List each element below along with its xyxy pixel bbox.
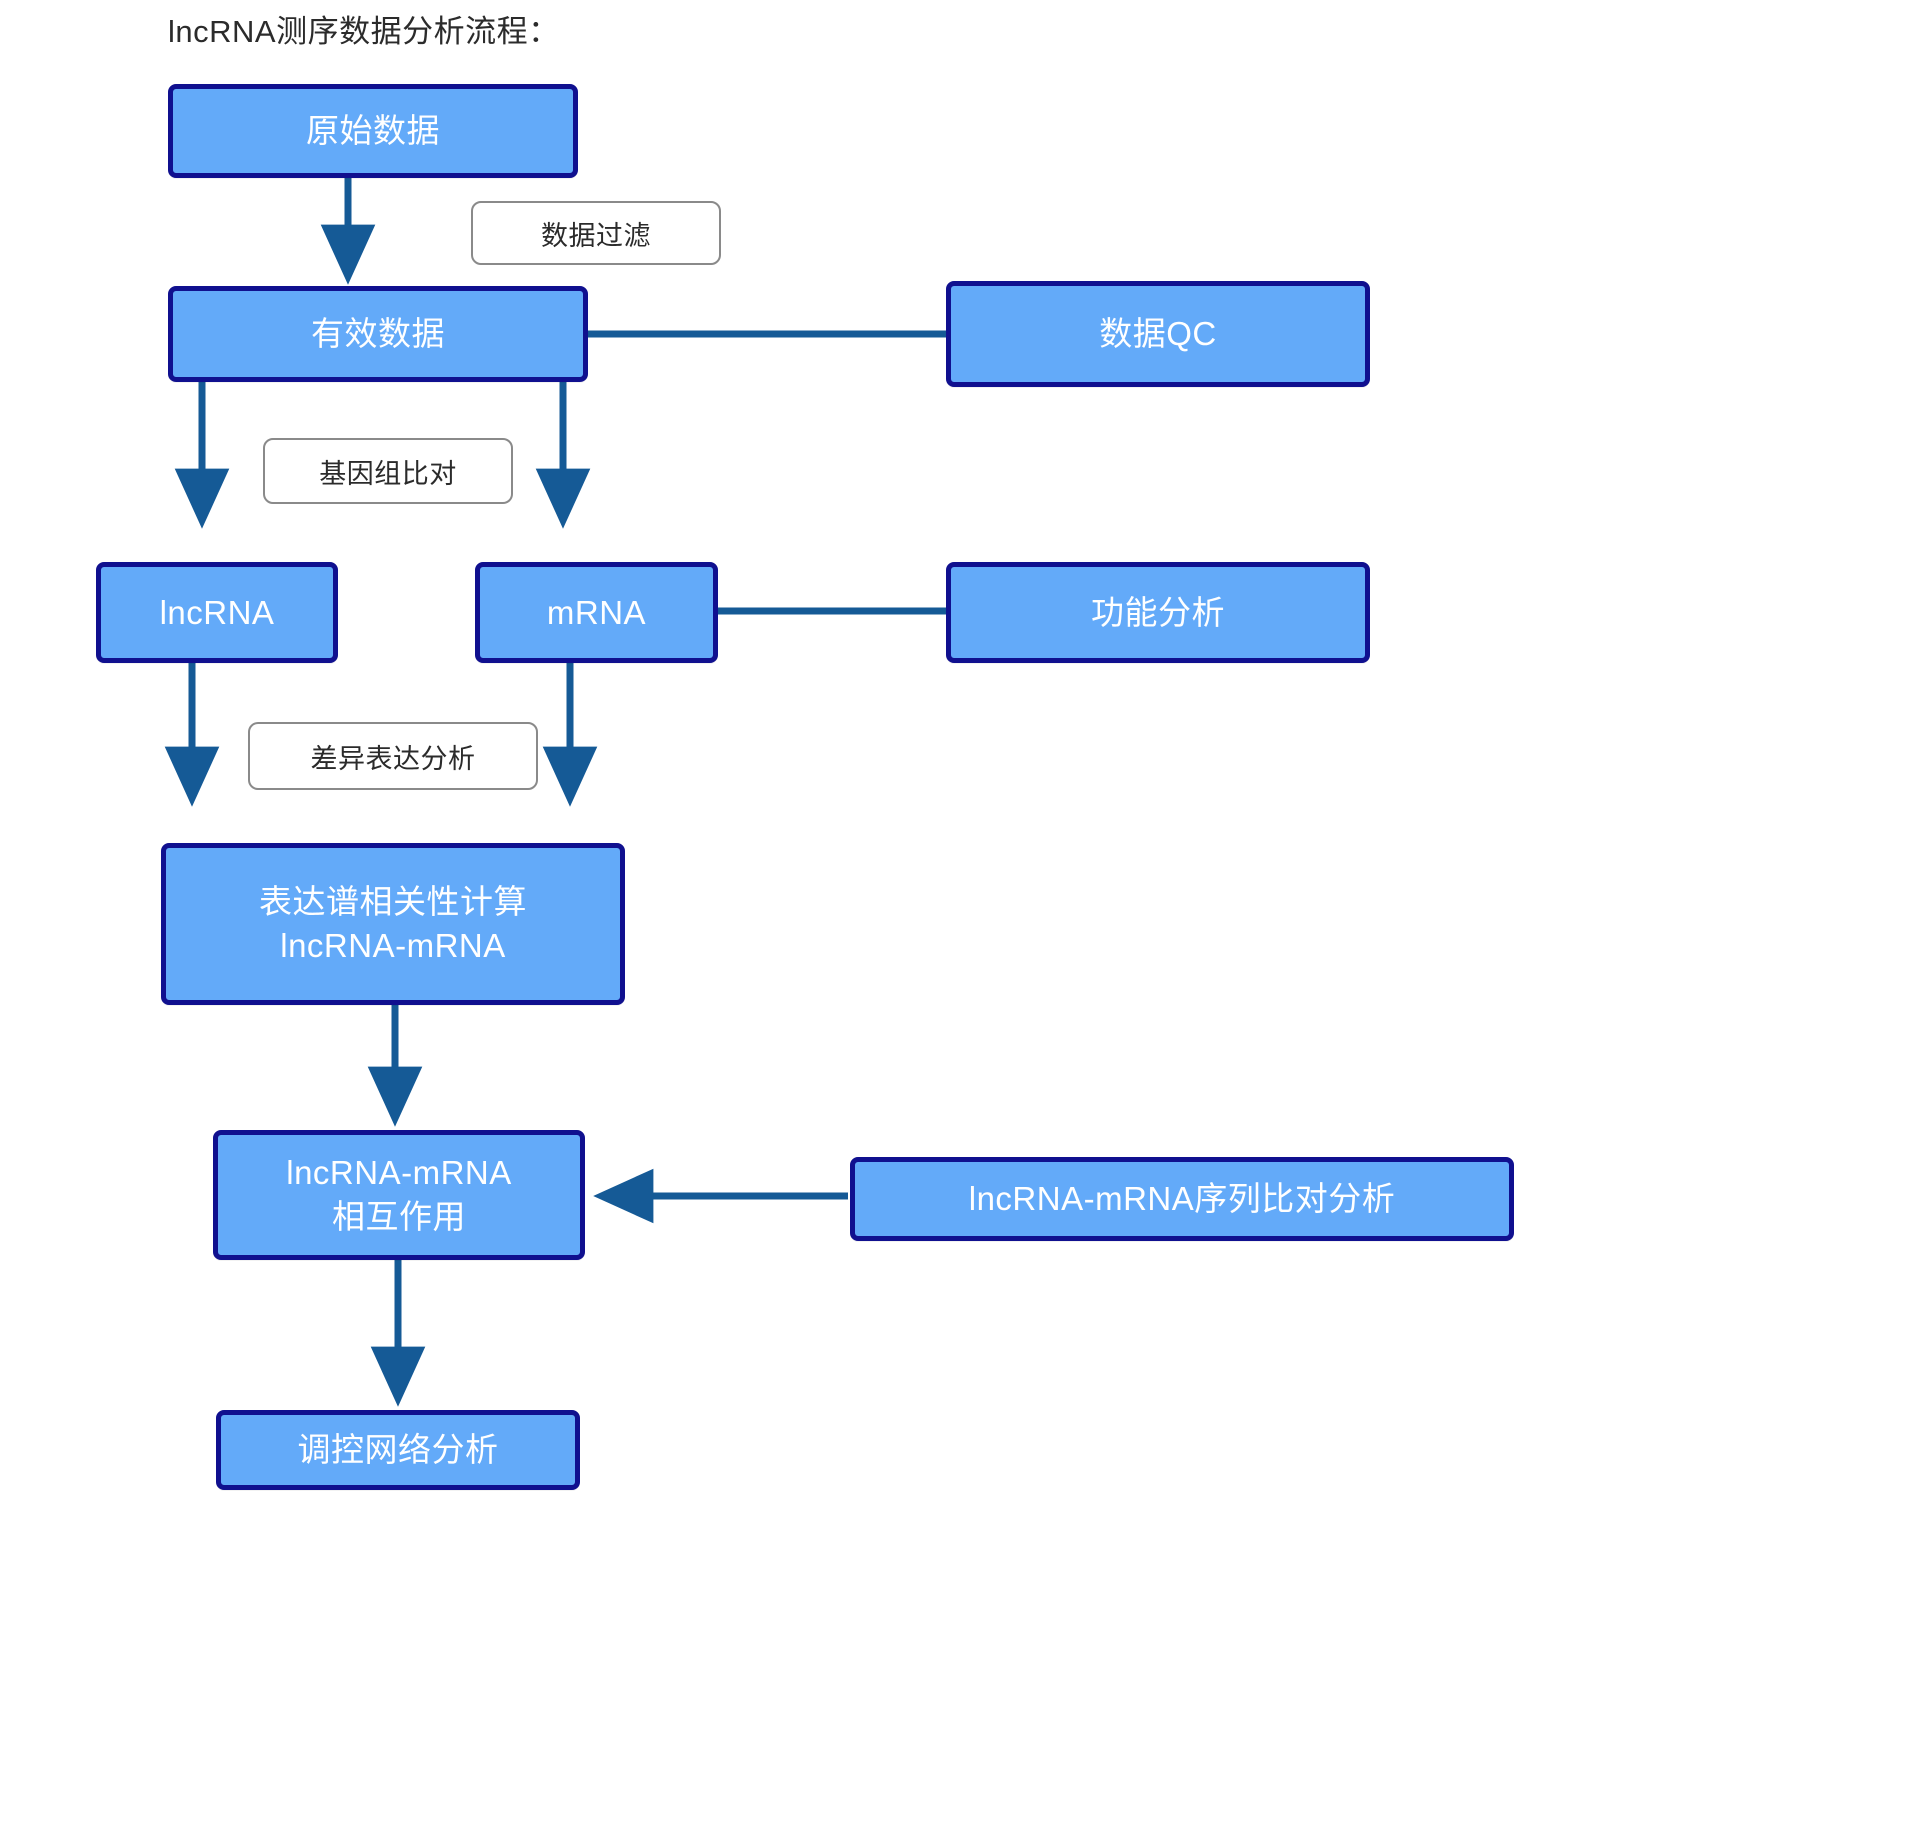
node-interaction-label: lncRNA-mRNA 相互作用 [286, 1154, 512, 1235]
node-lncrna-label: lncRNA [159, 593, 275, 631]
node-functional-analysis-label: 功能分析 [1091, 593, 1225, 631]
page-title: lncRNA测序数据分析流程： [168, 14, 560, 49]
node-raw-data[interactable]: 原始数据 [168, 84, 578, 178]
node-raw-data-label: 原始数据 [306, 112, 440, 150]
node-correlation-label: 表达谱相关性计算 lncRNA-mRNA [259, 883, 527, 964]
node-network-analysis[interactable]: 调控网络分析 [216, 1410, 580, 1490]
node-sequence-alignment[interactable]: lncRNA-mRNA序列比对分析 [850, 1157, 1514, 1241]
edge-label-data-filter: 数据过滤 [471, 201, 721, 265]
node-sequence-alignment-label: lncRNA-mRNA序列比对分析 [968, 1180, 1396, 1218]
node-mrna[interactable]: mRNA [475, 562, 718, 663]
node-mrna-label: mRNA [546, 593, 647, 631]
edge-label-genome-alignment: 基因组比对 [263, 438, 513, 504]
node-network-analysis-label: 调控网络分析 [297, 1431, 499, 1469]
edge-label-diff-expression-text: 差异表达分析 [310, 743, 476, 774]
node-correlation[interactable]: 表达谱相关性计算 lncRNA-mRNA [161, 843, 625, 1005]
node-functional-analysis[interactable]: 功能分析 [946, 562, 1370, 663]
edge-label-genome-alignment-text: 基因组比对 [319, 458, 457, 489]
node-data-qc[interactable]: 数据QC [946, 281, 1370, 387]
node-valid-data-label: 有效数据 [311, 315, 445, 353]
edge-label-diff-expression: 差异表达分析 [248, 722, 538, 790]
node-lncrna[interactable]: lncRNA [96, 562, 338, 663]
node-interaction[interactable]: lncRNA-mRNA 相互作用 [213, 1130, 585, 1260]
node-valid-data[interactable]: 有效数据 [168, 286, 588, 382]
edge-label-data-filter-text: 数据过滤 [541, 220, 651, 251]
node-data-qc-label: 数据QC [1099, 315, 1217, 353]
